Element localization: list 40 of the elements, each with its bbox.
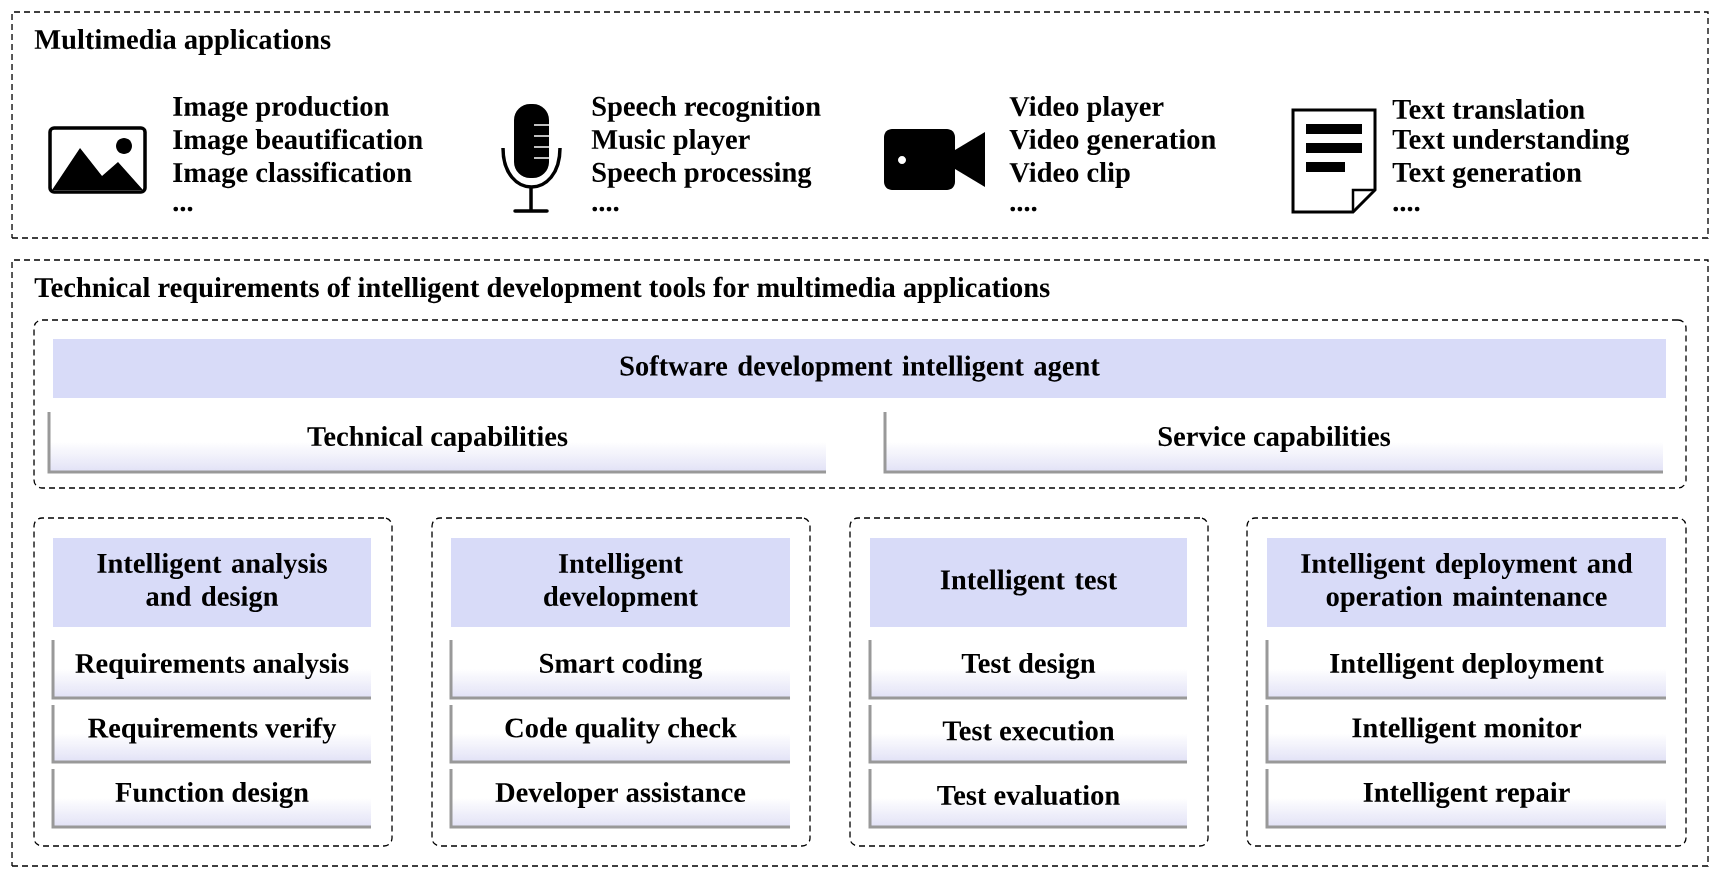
capability-box: Intelligent monitor [1265, 705, 1666, 764]
list-item: Image classification [173, 161, 412, 189]
capability-box: Test design [868, 640, 1187, 700]
list-item: Music player [591, 129, 750, 155]
header-band: Intelligent analysis and design [53, 538, 371, 627]
capability-box: Technical capabilities [47, 412, 826, 474]
list-item: Speech recognition [592, 95, 821, 123]
list-item: Video generation [1009, 128, 1216, 156]
list-item: Image production [173, 95, 389, 123]
capability-box: Smart coding [449, 640, 790, 700]
dashed-frame [33, 517, 393, 847]
capability-box: Intelligent repair [1265, 769, 1666, 829]
header-band: Intelligent deployment and operation maintenance [1267, 538, 1666, 627]
list-item: Text generation [1392, 161, 1582, 189]
capability-box: Test evaluation [868, 769, 1187, 829]
list-item: .... [592, 206, 619, 212]
list-item: Video clip [1009, 162, 1130, 188]
list-item: ... [173, 206, 193, 212]
dashed-frame [431, 517, 811, 847]
list-item: Speech processing [592, 161, 812, 189]
capability-box: Intelligent deployment [1265, 640, 1666, 700]
list-item: Text understanding [1392, 128, 1630, 156]
capability-box: Requirements verify [51, 705, 371, 764]
list-item: Video player [1009, 96, 1164, 122]
capability-box: Code quality check [449, 705, 790, 764]
list-item: .... [1010, 206, 1037, 212]
list-item: .... [1393, 206, 1420, 212]
capability-box: Function design [51, 769, 371, 829]
capability-box: Developer assistance [449, 769, 790, 829]
capability-box: Requirements analysis [51, 640, 371, 700]
capability-box: Service capabilities [883, 412, 1663, 474]
capability-box: Test execution [868, 705, 1187, 764]
dashed-frame [33, 319, 1687, 489]
header-band: Intelligent test [870, 538, 1187, 627]
list-item: Text translation [1392, 98, 1585, 120]
dashed-frame [1246, 517, 1687, 847]
header-band: Intelligent development [451, 538, 790, 627]
dashed-frame [849, 517, 1209, 847]
list-item: Image beautification [173, 128, 423, 156]
header-band: Software development intelligent agent [53, 339, 1666, 398]
